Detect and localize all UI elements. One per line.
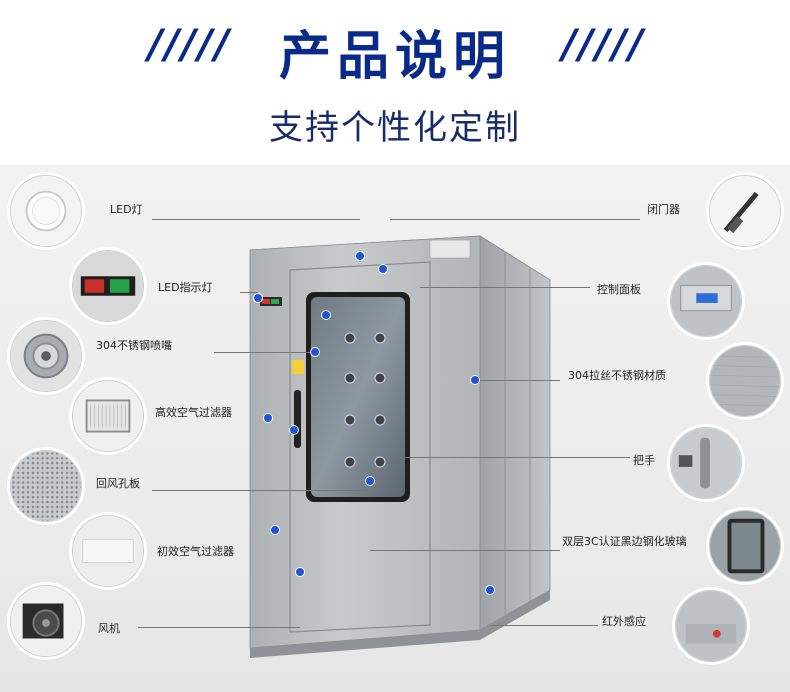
label-door-closer: 闭门器 (647, 203, 680, 216)
label-handle: 把手 (633, 454, 655, 467)
fan-icon (11, 586, 81, 656)
header: ///// 产品说明 ///// 支持个性化定制 (0, 0, 790, 165)
callout-dot (264, 414, 272, 422)
bubble-handle (670, 427, 742, 499)
callout-dot (254, 294, 262, 302)
tempered-glass-icon (710, 511, 780, 581)
callout-dot (311, 348, 319, 356)
bubble-hepa-filter (72, 380, 144, 452)
label-fan: 风机 (98, 622, 120, 635)
bubble-perforated-plate (10, 450, 82, 522)
callout-line (240, 292, 258, 293)
bubble-nozzle (10, 320, 82, 392)
label-primary-filter: 初效空气过滤器 (157, 545, 234, 558)
callout-line (475, 380, 560, 381)
callout-line (214, 352, 315, 353)
label-hepa-filter: 高效空气过滤器 (155, 406, 232, 419)
bubble-infrared-sensor (675, 590, 747, 662)
brushed-steel-icon (710, 346, 780, 416)
callout-line (420, 287, 590, 288)
bubble-primary-filter (72, 515, 144, 587)
callout-line (490, 625, 598, 626)
callout-dot (356, 252, 364, 260)
product-diagram: LED灯 LED指示灯 304不锈钢喷嘴 (0, 165, 790, 692)
callout-dot (486, 586, 494, 594)
callout-line (400, 457, 630, 458)
perforated-plate-icon (11, 451, 81, 521)
callout-line (390, 219, 640, 220)
callout-line (152, 490, 370, 491)
decorative-slashes-right: ///// (562, 22, 646, 68)
label-perforated-plate: 回风孔板 (96, 477, 140, 490)
infrared-sensor-icon (676, 591, 746, 661)
label-led-light: LED灯 (110, 203, 143, 216)
air-shower-machine (248, 235, 552, 658)
callout-dot (296, 568, 304, 576)
decorative-slashes-left: ///// (148, 22, 232, 68)
callout-dot (379, 265, 387, 273)
hepa-filter-icon (73, 381, 143, 451)
bubble-control-panel (670, 265, 742, 337)
callout-line (138, 627, 300, 628)
label-indicator-light: LED指示灯 (158, 281, 213, 294)
handle-icon (671, 428, 741, 498)
bubble-fan (10, 585, 82, 657)
page-subtitle: 支持个性化定制 (269, 108, 521, 148)
bubble-door-closer (709, 175, 781, 247)
bubble-indicator-light (72, 250, 144, 322)
label-brushed-steel: 304拉丝不锈钢材质 (568, 369, 666, 382)
callout-dot (271, 526, 279, 534)
label-infrared-sensor: 红外感应 (602, 615, 646, 628)
bubble-brushed-steel (709, 345, 781, 417)
callout-dot (366, 477, 374, 485)
callout-dot (471, 376, 479, 384)
led-light-icon (11, 176, 81, 246)
label-nozzle: 304不锈钢喷嘴 (96, 339, 172, 352)
label-tempered-glass: 双层3C认证黑边钢化玻璃 (562, 535, 687, 548)
control-panel-icon (671, 266, 741, 336)
page-title: 产品说明 (278, 27, 511, 87)
callout-line (152, 219, 360, 220)
callout-dot (322, 311, 330, 319)
bubble-tempered-glass (709, 510, 781, 582)
primary-filter-icon (73, 516, 143, 586)
indicator-light-icon (73, 251, 143, 321)
callout-line (370, 550, 560, 551)
bubble-led-light (10, 175, 82, 247)
door-closer-icon (710, 176, 780, 246)
label-control-panel: 控制面板 (597, 283, 641, 296)
nozzle-icon (11, 321, 81, 391)
callout-dot (290, 426, 298, 434)
